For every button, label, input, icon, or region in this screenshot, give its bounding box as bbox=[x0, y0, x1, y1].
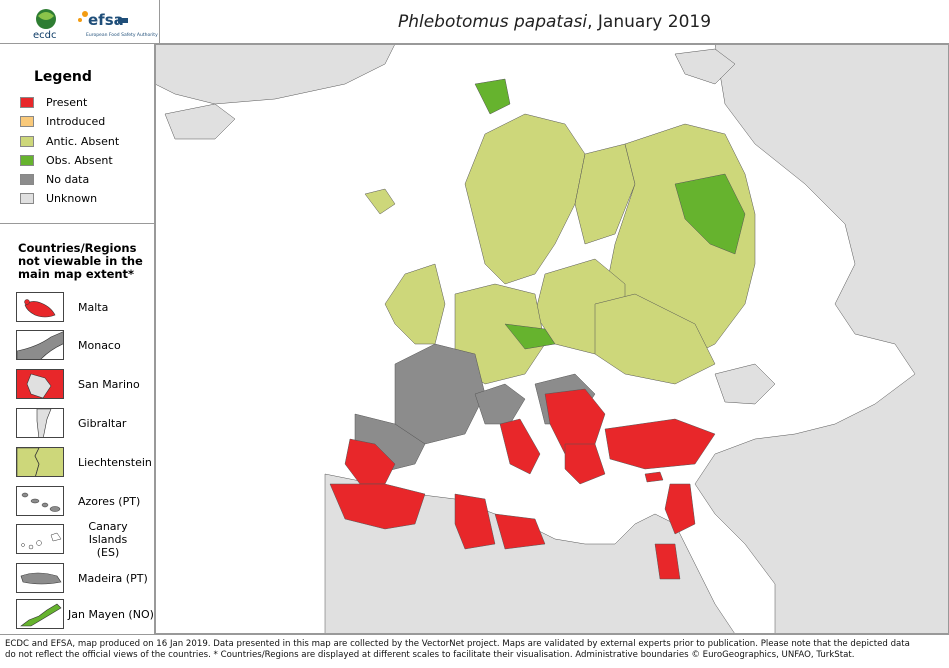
legend-item-present: Present bbox=[20, 95, 87, 109]
inset-label: Gibraltar bbox=[78, 416, 127, 430]
inset-monaco: Monaco bbox=[16, 328, 121, 362]
ukraine-belarus bbox=[594, 293, 716, 385]
inset-label: Canary Islands (ES) bbox=[88, 519, 128, 559]
svalbard bbox=[474, 78, 511, 115]
north-africa-present bbox=[329, 483, 426, 530]
inset-map bbox=[16, 447, 64, 477]
inset-map bbox=[16, 563, 64, 593]
russia-obs-absent bbox=[674, 173, 746, 255]
inset-azores: Azores (PT) bbox=[16, 484, 140, 518]
faroe bbox=[364, 188, 396, 215]
asia-land bbox=[694, 44, 949, 634]
legend: Legend Present Introduced Antic. Absent … bbox=[0, 44, 155, 224]
logo-area: ecdc efsa European Food Safety Authority bbox=[0, 0, 160, 44]
inset-label: Malta bbox=[78, 300, 109, 314]
inset-map bbox=[16, 292, 64, 322]
italy-north bbox=[474, 383, 526, 425]
africa-land bbox=[324, 473, 736, 634]
legend-item-introduced: Introduced bbox=[20, 114, 105, 128]
inset-label: Jan Mayen (NO) bbox=[68, 607, 154, 621]
legend-swatch bbox=[20, 192, 34, 204]
scandinavia bbox=[464, 113, 586, 285]
inset-madeira: Madeira (PT) bbox=[16, 561, 148, 595]
map-svg bbox=[155, 44, 949, 634]
uk-ireland bbox=[384, 263, 446, 345]
novaya-zemlya-land bbox=[674, 48, 736, 85]
ecdc-logo-text: ecdc bbox=[33, 30, 57, 41]
egypt-present bbox=[654, 543, 681, 580]
efsa-logo-text: efsa bbox=[88, 11, 124, 29]
logos: ecdc efsa European Food Safety Authority bbox=[33, 9, 158, 41]
efsa-subtitle: European Food Safety Authority bbox=[86, 32, 158, 38]
sidebar: Legend Present Introduced Antic. Absent … bbox=[0, 44, 155, 634]
legend-item-obs-absent: Obs. Absent bbox=[20, 153, 113, 167]
italy-south bbox=[499, 418, 541, 475]
title-species: Phlebotomus papatasi bbox=[397, 12, 588, 32]
main-map bbox=[155, 44, 949, 634]
inset-map bbox=[16, 599, 64, 629]
inset-label: Liechtenstein bbox=[78, 455, 152, 469]
libya-coast bbox=[494, 513, 546, 550]
central-obs-absent bbox=[504, 323, 556, 350]
legend-label: Obs. Absent bbox=[46, 153, 113, 167]
efsa-logo: efsa European Food Safety Authority bbox=[78, 11, 158, 38]
legend-swatch bbox=[20, 115, 34, 127]
legend-swatch bbox=[20, 96, 34, 108]
middle-east-present bbox=[664, 483, 696, 535]
iceland-land bbox=[164, 103, 236, 140]
legend-label: No data bbox=[46, 172, 90, 186]
inset-san-marino: San Marino bbox=[16, 367, 140, 401]
cyprus bbox=[644, 471, 664, 483]
greenland-land bbox=[155, 44, 396, 105]
inset-label: Monaco bbox=[78, 338, 121, 352]
legend-item-antic-absent: Antic. Absent bbox=[20, 134, 119, 148]
footer: ECDC and EFSA, map produced on 16 Jan 20… bbox=[0, 634, 949, 668]
turkey bbox=[604, 418, 716, 470]
caucasus-land bbox=[714, 363, 776, 405]
legend-label: Introduced bbox=[46, 114, 106, 128]
title-date: , January 2019 bbox=[587, 12, 712, 32]
inset-map bbox=[16, 486, 64, 516]
legend-swatch bbox=[20, 154, 34, 166]
footer-line-1: ECDC and EFSA, map produced on 16 Jan 20… bbox=[5, 639, 910, 649]
header: ecdc efsa European Food Safety Authority… bbox=[0, 0, 949, 44]
legend-swatch bbox=[20, 173, 34, 185]
legend-label: Present bbox=[46, 95, 88, 109]
map-title: Phlebotomus papatasi, January 2019 bbox=[160, 0, 949, 44]
legend-label: Antic. Absent bbox=[46, 134, 120, 148]
inset-label: Madeira (PT) bbox=[78, 571, 148, 585]
inset-gibraltar: Gibraltar bbox=[16, 406, 126, 440]
inset-label: Azores (PT) bbox=[78, 494, 141, 508]
greece bbox=[564, 443, 606, 485]
legend-swatch bbox=[20, 135, 34, 147]
inset-map bbox=[16, 408, 64, 438]
footer-line-2: do not reflect the official views of the… bbox=[5, 650, 855, 660]
inset-map bbox=[16, 330, 64, 360]
inset-jan-mayen: Jan Mayen (NO) bbox=[16, 597, 154, 631]
france bbox=[394, 343, 486, 445]
inset-label: San Marino bbox=[78, 377, 140, 391]
inset-liechtenstein: Liechtenstein bbox=[16, 445, 152, 479]
legend-item-no-data: No data bbox=[20, 172, 89, 186]
legend-item-unknown: Unknown bbox=[20, 191, 97, 205]
inset-map bbox=[16, 524, 64, 554]
legend-title: Legend bbox=[34, 69, 92, 85]
inset-canary-islands: Canary Islands (ES) bbox=[16, 519, 138, 559]
regions-heading: Countries/Regions not viewable in the ma… bbox=[18, 241, 143, 281]
tunisia-libya bbox=[454, 493, 496, 550]
ecdc-logo: ecdc bbox=[33, 9, 57, 41]
inset-malta: Malta bbox=[16, 290, 108, 324]
legend-label: Unknown bbox=[46, 191, 98, 205]
inset-map bbox=[16, 369, 64, 399]
